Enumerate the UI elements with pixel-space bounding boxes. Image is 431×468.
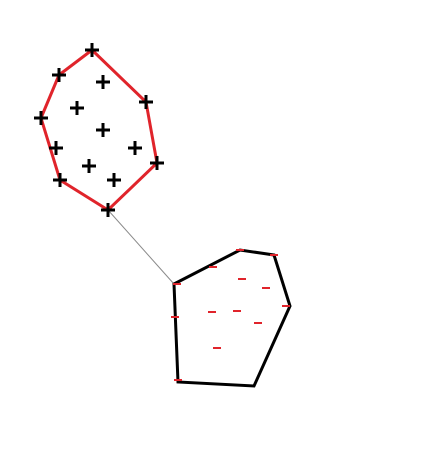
positive-class-hull: [39, 48, 159, 212]
plus-marker: [52, 68, 66, 82]
plus-marker: [139, 95, 153, 109]
plus-marker: [85, 43, 99, 57]
plus-marker: [49, 141, 63, 155]
positive-class-points: [34, 43, 164, 217]
plus-marker: [53, 173, 67, 187]
plus-marker: [82, 159, 96, 173]
plus-marker: [70, 101, 84, 115]
plus-marker: [96, 75, 110, 89]
plus-marker: [101, 203, 115, 217]
plus-marker: [34, 111, 48, 125]
hull-distance-connector: [107, 209, 175, 285]
plus-marker: [150, 156, 164, 170]
plus-marker: [128, 141, 142, 155]
plus-marker: [107, 173, 121, 187]
negative-class-points: [171, 249, 290, 381]
plus-marker: [96, 123, 110, 137]
